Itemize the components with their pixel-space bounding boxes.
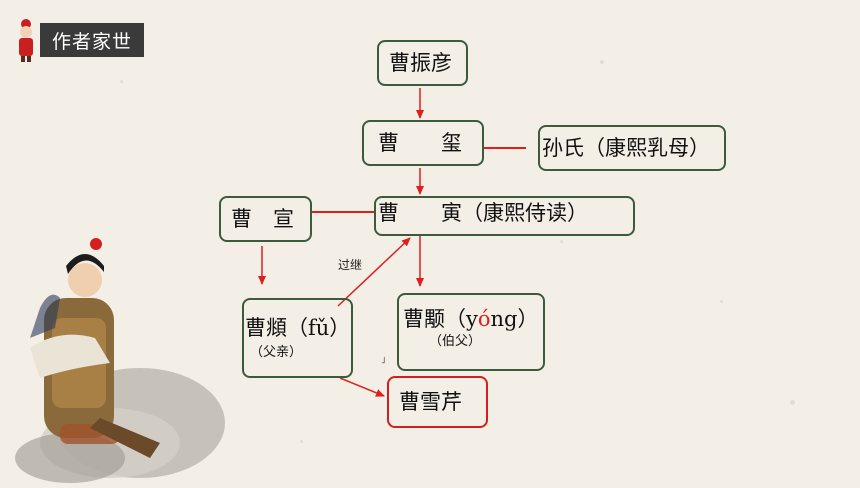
figure-badge-icon xyxy=(12,16,40,64)
adoption-label: 过继 xyxy=(338,258,363,272)
background-speck xyxy=(720,300,723,303)
background-speck xyxy=(790,400,795,405)
scholar-illustration xyxy=(15,238,225,483)
node-label: 曹振彦 xyxy=(389,51,452,75)
node-cao-zhenyan: 曹振彦 xyxy=(377,40,468,86)
background-speck xyxy=(600,60,604,64)
edge-fu-xueqin xyxy=(339,377,385,397)
background-speck xyxy=(300,440,303,443)
node-cao-fu: 曹頫（fǔ） （父亲） xyxy=(242,298,353,378)
node-cao-yin: 曹 寅（康熙侍读） xyxy=(374,196,635,236)
node-label: 曹 宣 xyxy=(231,207,294,231)
page-title: 作者家世 xyxy=(40,23,145,57)
node-cao-xueqin: 曹雪芹 xyxy=(387,376,488,428)
node-sun-shi: 孙氏（康熙乳母） xyxy=(538,125,726,171)
node-label: 曹 寅（康熙侍读） xyxy=(378,201,588,225)
section-header: 作者家世 xyxy=(12,19,145,62)
node-label-highlight: ó xyxy=(477,307,491,331)
node-label: 曹 玺 xyxy=(378,131,462,155)
stray-mark: ˩ xyxy=(381,356,385,366)
node-note: （伯父） xyxy=(429,334,482,349)
node-label: 孙氏（康熙乳母） xyxy=(542,136,710,160)
node-label: 曹雪芹 xyxy=(399,390,462,414)
node-label: 曹颙（yóng） xyxy=(403,309,539,330)
node-cao-xuan: 曹 宣 xyxy=(219,196,312,242)
node-cao-xi: 曹 玺 xyxy=(362,120,484,166)
node-cao-yong: 曹颙（yóng） （伯父） xyxy=(397,293,545,371)
node-label: 曹頫（fǔ） xyxy=(245,316,351,340)
background-speck xyxy=(120,80,123,83)
node-label-part: 曹颙（y xyxy=(403,307,478,331)
background-speck xyxy=(560,240,563,243)
node-label-part: ng） xyxy=(490,307,539,331)
edge-fu-yin-adoption xyxy=(337,237,411,307)
node-note: （父亲） xyxy=(250,345,303,360)
